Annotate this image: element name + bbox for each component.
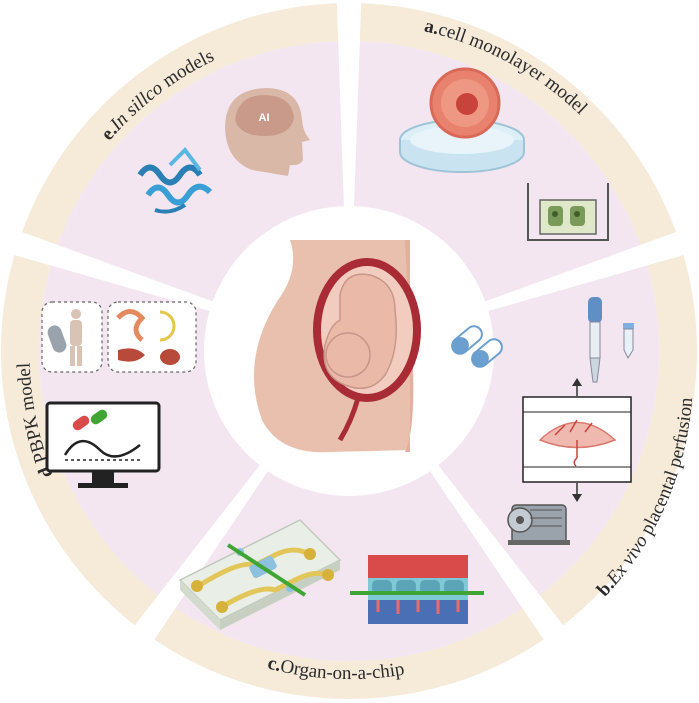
pipette-icon [588,297,602,383]
placenta-chamber-icon [522,378,632,502]
segment-a-outer-ring [359,3,677,245]
microfluidic-chip-icon [178,519,342,630]
petri-dish-icon [399,119,525,173]
segment-a-inner-area [354,41,641,302]
tube-icon [623,323,634,360]
capsule-pills-icon [451,325,503,368]
segment-b-outer-ring [539,255,697,626]
segment-d-outer-ring [0,255,159,626]
transwell-icon [527,183,609,241]
tissue-barrier-icon [350,555,484,624]
air-pump-icon [507,504,570,545]
protein-structure-icon [137,146,213,214]
ai-head-icon: AI [225,88,310,176]
digestive-organs-icon [107,301,197,373]
segment-e-outer-ring [21,3,339,245]
body-organs-icon [41,301,103,373]
svg-text:AI: AI [259,112,270,124]
computer-monitor-icon [45,401,161,488]
segment-c-outer-ring [154,608,544,699]
cell-icon [429,67,501,139]
fetus-icon [313,258,421,442]
